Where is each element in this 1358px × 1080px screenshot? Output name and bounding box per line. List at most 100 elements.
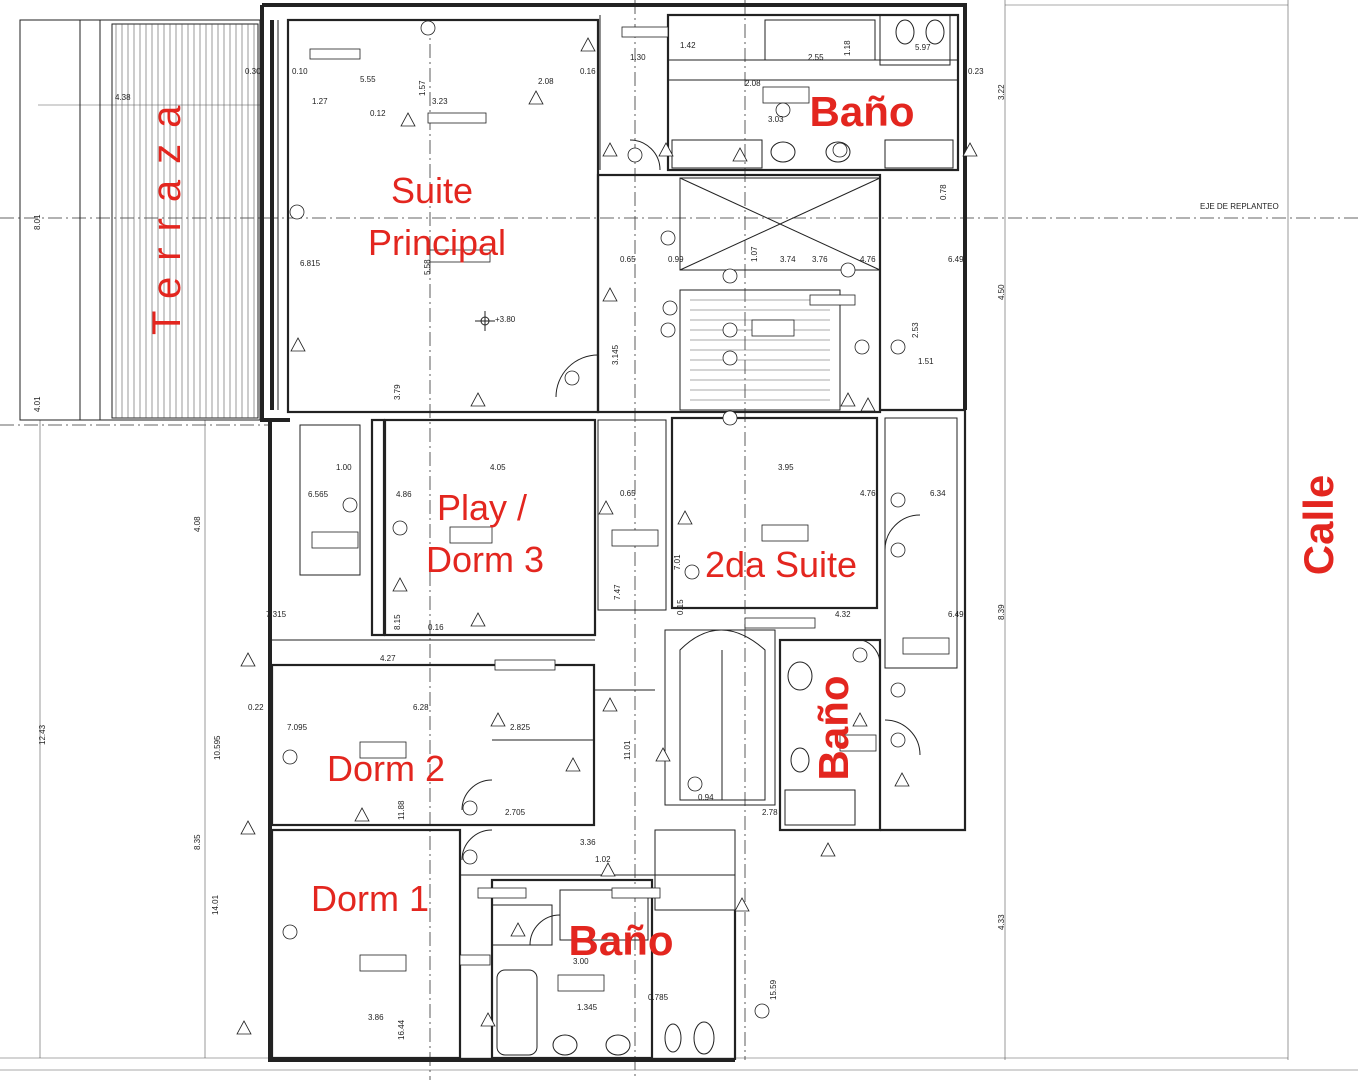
grid-marker xyxy=(890,492,906,508)
dimension-label: 1.18 xyxy=(843,40,852,56)
grid-marker xyxy=(722,322,738,338)
dimension-label: 0.785 xyxy=(648,993,669,1002)
section-marker xyxy=(236,1020,252,1035)
dimension-label: 4.50 xyxy=(997,284,1006,300)
exterior-walls xyxy=(260,3,967,1062)
dimension-label: 2.78 xyxy=(762,808,778,817)
grid-marker xyxy=(282,749,298,765)
section-marker xyxy=(658,142,674,157)
grid-marker xyxy=(662,300,678,316)
dimension-label: 16.44 xyxy=(397,1019,406,1040)
dimension-label: 3.79 xyxy=(393,384,402,400)
dimension-label: 1.27 xyxy=(312,97,328,106)
dimension-label: 4.32 xyxy=(835,610,851,619)
dimension-label: 5.58 xyxy=(423,259,432,275)
dimension-label: 4.33 xyxy=(997,914,1006,930)
grid-marker xyxy=(852,647,868,663)
room-bano-top: Baño xyxy=(810,88,915,135)
level-label: +3.80 xyxy=(495,315,516,324)
dimension-label: 2.53 xyxy=(911,322,920,338)
dimension-label: 3.22 xyxy=(997,84,1006,100)
interior-walls xyxy=(270,13,960,1060)
dimension-label: 1.07 xyxy=(750,246,759,262)
dimension-label: 3.36 xyxy=(580,838,596,847)
section-marker xyxy=(962,142,978,157)
dimension-label: 1.345 xyxy=(577,1003,598,1012)
section-marker xyxy=(470,612,486,627)
grid-marker xyxy=(854,339,870,355)
grid-marker xyxy=(722,268,738,284)
room-dorm2: Dorm 2 xyxy=(327,748,445,789)
grid-marker xyxy=(660,230,676,246)
dimension-label: 0.22 xyxy=(248,703,264,712)
dimension-label: 6.815 xyxy=(300,259,321,268)
dimension-label: 15.59 xyxy=(769,979,778,1000)
dimension-label: 2.705 xyxy=(505,808,526,817)
grid-marker xyxy=(890,339,906,355)
dimension-label: 0.78 xyxy=(939,184,948,200)
dimension-label: 3.23 xyxy=(432,97,448,106)
dimension-label: 2.825 xyxy=(510,723,531,732)
dimension-label: 7.095 xyxy=(287,723,308,732)
dimension-label: 0.10 xyxy=(292,67,308,76)
dimension-label: 1.57 xyxy=(418,80,427,96)
dimension-label: 0.30 xyxy=(245,67,261,76)
section-marker xyxy=(580,37,596,52)
dimension-label: 8.01 xyxy=(33,214,42,230)
dimension-label: 3.03 xyxy=(768,115,784,124)
section-marker xyxy=(354,807,370,822)
dimension-label: 4.76 xyxy=(860,489,876,498)
dimension-label: 5.97 xyxy=(915,43,931,52)
dimension-label: 3.86 xyxy=(368,1013,384,1022)
section-marker xyxy=(240,652,256,667)
dimension-label: 4.38 xyxy=(115,93,131,102)
section-marker xyxy=(528,90,544,105)
room-bano-right: Baño xyxy=(810,676,857,781)
dimension-label: 0.99 xyxy=(668,255,684,264)
section-marker xyxy=(490,712,506,727)
grid-marker xyxy=(754,1003,770,1019)
section-marker xyxy=(655,747,671,762)
dimension-label: 6.565 xyxy=(308,490,329,499)
fixtures xyxy=(475,19,945,1056)
dimension-label: 2.08 xyxy=(745,79,761,88)
section-marker xyxy=(510,922,526,937)
eje-label: EJE DE REPLANTEO xyxy=(1200,202,1279,211)
section-marker xyxy=(677,510,693,525)
grid-marker xyxy=(775,102,791,118)
room-labels: Terraza Suite Principal Baño Play / Dorm… xyxy=(145,88,1342,964)
grid-marker xyxy=(420,20,436,36)
door-swings xyxy=(461,139,921,946)
dimension-label: 7.01 xyxy=(673,554,682,570)
section-marker xyxy=(470,392,486,407)
dimension-label: 2.55 xyxy=(808,53,824,62)
dimension-label: 0.65 xyxy=(620,489,636,498)
dimension-label: 4.01 xyxy=(33,396,42,412)
section-marker xyxy=(820,842,836,857)
grid-marker xyxy=(890,732,906,748)
street-label: Calle xyxy=(1295,475,1342,575)
dimension-label: 4.08 xyxy=(193,516,202,532)
terrace-deck xyxy=(19,19,261,421)
room-suite-principal-1: Suite xyxy=(391,170,473,211)
grid-marker xyxy=(462,800,478,816)
dimension-label: 7.47 xyxy=(613,584,622,600)
section-marker xyxy=(290,337,306,352)
grid-marker xyxy=(840,262,856,278)
dimension-label: 3.00 xyxy=(573,957,589,966)
dimension-label: 10.595 xyxy=(213,735,222,760)
dimension-label: 11.88 xyxy=(397,800,406,820)
section-marker xyxy=(894,772,910,787)
dimension-label: 4.05 xyxy=(490,463,506,472)
dimension-label: 6.49 xyxy=(948,610,964,619)
section-marker xyxy=(602,697,618,712)
dimension-label: 3.76 xyxy=(812,255,828,264)
dimension-label: 0.16 xyxy=(580,67,596,76)
grid-marker xyxy=(342,497,358,513)
dimension-label: 0.65 xyxy=(620,255,636,264)
section-marker xyxy=(392,577,408,592)
dimension-label: 0.16 xyxy=(428,623,444,632)
section-marker xyxy=(240,820,256,835)
